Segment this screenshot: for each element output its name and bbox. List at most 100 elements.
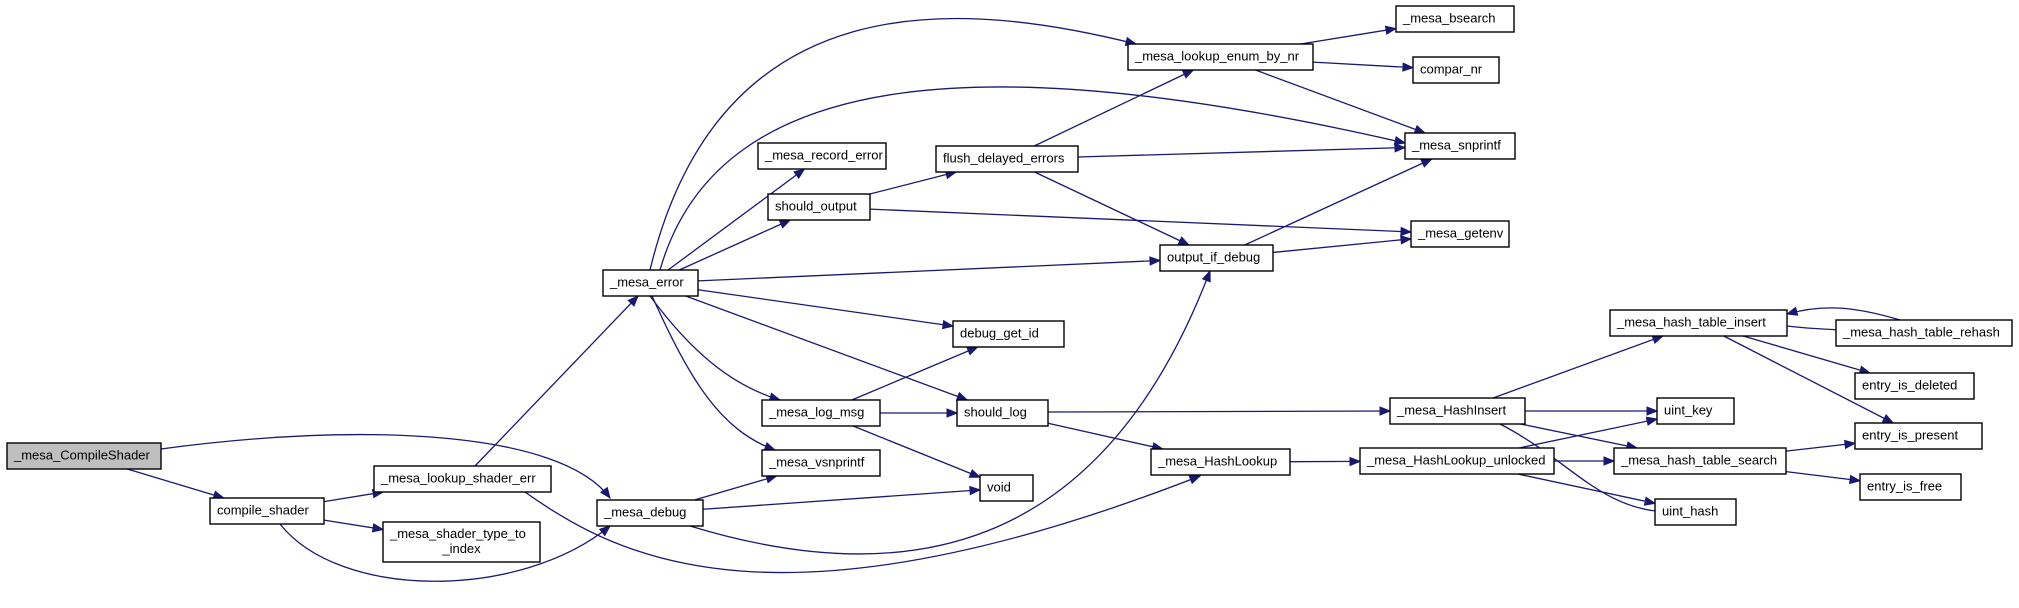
node-label: _mesa_hash_table_rehash [1842,324,2000,339]
edge-ht_search-to-entry_free [1785,470,1862,485]
node-label: output_if_debug [1167,249,1260,264]
node-label: _mesa_HashInsert [1396,402,1506,417]
node-snprintf[interactable]: _mesa_snprintf [1404,132,1516,160]
node-label: uint_key [1664,402,1713,417]
node-label: debug_get_id [960,325,1039,340]
node-label: _index [441,541,481,556]
node-should_log[interactable]: should_log [956,399,1049,427]
node-uint_key[interactable]: uint_key [1656,397,1735,425]
node-vsnprintf[interactable]: _mesa_vsnprintf [761,449,881,477]
node-label: _mesa_debug [603,504,686,519]
node-getenv[interactable]: _mesa_getenv [1410,220,1510,248]
edge-lookup_shader_err-to-mesa_error [474,295,639,467]
node-label: should_log [964,404,1027,419]
edge-hashlookup_unlocked-to-ht_search [1554,456,1616,466]
node-record_error[interactable]: _mesa_record_error [757,142,887,170]
edge-mesa_error-to-log_msg [649,295,782,402]
node-box [6,442,162,470]
node-box [1854,422,1983,450]
node-entry_present[interactable]: entry_is_present [1854,422,1983,450]
node-label: _mesa_vsnprintf [768,454,865,469]
node-label: uint_hash [1662,503,1718,518]
node-flush_delayed[interactable]: flush_delayed_errors [935,145,1079,173]
node-box [382,521,541,563]
node-box [956,399,1049,427]
node-label: should_output [775,198,857,213]
node-entry_deleted[interactable]: entry_is_deleted [1854,372,1975,400]
node-box [1412,56,1500,84]
node-hashlookup_unlocked[interactable]: _mesa_HashLookup_unlocked [1359,447,1555,475]
node-ht_insert[interactable]: _mesa_hash_table_insert [1609,309,1788,337]
node-box [767,193,871,221]
edge-lookup_enum-to-bsearch [1300,25,1398,45]
node-bsearch[interactable]: _mesa_bsearch [1395,5,1515,33]
edge-log_msg-to-void [852,425,982,478]
node-label: _mesa_HashLookup_unlocked [1366,452,1546,467]
node-hashinsert[interactable]: _mesa_HashInsert [1389,397,1526,425]
node-box [1127,43,1314,71]
node-should_output[interactable]: should_output [767,193,871,221]
node-uint_hash[interactable]: uint_hash [1654,498,1737,526]
node-label: _mesa_log_msg [768,404,864,419]
node-ht_rehash[interactable]: _mesa_hash_table_rehash [1835,319,2013,347]
edge-mesa_debug-to-output_if_debug [689,269,1211,555]
node-void[interactable]: void [979,474,1034,502]
edge-mesa_debug-to-vsnprintf [694,474,778,501]
node-label: _mesa_CompileShader [13,447,151,462]
node-compile_shader[interactable]: compile_shader [209,497,325,525]
node-label: flush_delayed_errors [943,150,1065,165]
node-mesa_error[interactable]: _mesa_error [602,269,699,297]
node-box [1395,5,1515,33]
node-box [979,474,1034,502]
node-shader_type_to_index[interactable]: _mesa_shader_type_to_index [382,521,541,563]
edge-mesa_error-to-lookup_enum [649,17,1138,271]
node-label: entry_is_free [1867,478,1942,493]
node-box [1654,498,1737,526]
node-box [1859,473,1962,501]
node-box [1150,448,1291,476]
node-box [1613,447,1787,475]
node-label: _mesa_lookup_enum_by_nr [1134,48,1300,63]
edge-lookup_enum-to-compar_nr [1312,61,1415,72]
node-hashlookup[interactable]: _mesa_HashLookup [1150,448,1291,476]
node-log_msg[interactable]: _mesa_log_msg [761,399,881,427]
node-box [935,145,1079,173]
edge-log_msg-to-should_log [880,408,959,418]
node-compar_nr[interactable]: compar_nr [1412,56,1500,84]
node-label: _mesa_hash_table_search [1620,452,1777,467]
edge-flush_delayed-to-output_if_debug [1034,171,1191,246]
node-label: _mesa_snprintf [1411,137,1501,152]
edge-hashlookup-to-hashlookup_unlocked [1289,456,1362,467]
edge-mesa_error-to-should_log [685,295,969,401]
node-output_if_debug[interactable]: output_if_debug [1159,244,1274,272]
edge-hashinsert-to-ht_search [1520,423,1639,451]
node-box [757,142,887,170]
edge-mesa_error-to-vsnprintf [651,295,777,451]
node-box [1159,244,1274,272]
node-debug_get_id[interactable]: debug_get_id [952,320,1065,348]
edge-hashlookup_unlocked-to-uint_key [1518,416,1659,449]
node-label: _mesa_record_error [764,147,883,162]
node-box [209,497,325,525]
node-box [596,499,704,527]
node-box [1609,309,1788,337]
node-box [373,465,552,493]
node-ht_search[interactable]: _mesa_hash_table_search [1613,447,1787,475]
edge-ht_insert-to-entry_present [1723,335,1895,424]
node-lookup_shader_err[interactable]: _mesa_lookup_shader_err [373,465,552,493]
function-nodes: _mesa_CompileShader compile_shader _mesa_l… [6,5,2013,563]
edge-should_output-to-flush_delayed [869,170,958,195]
edge-lookup_enum-to-snprintf [1255,69,1427,134]
node-label: void [987,479,1011,494]
node-compile[interactable]: _mesa_CompileShader [6,442,162,470]
node-box [952,320,1065,348]
node-lookup_enum[interactable]: _mesa_lookup_enum_by_nr [1127,43,1314,71]
node-mesa_debug[interactable]: _mesa_debug [596,499,704,527]
edge-mesa_error-to-should_output [679,219,792,271]
edge-mesa_error-to-snprintf [659,86,1407,271]
node-label: entry_is_present [1862,427,1958,442]
edge-compile_shader-to-mesa_debug [279,523,612,582]
node-label: compile_shader [217,502,309,517]
node-entry_free[interactable]: entry_is_free [1859,473,1962,501]
node-label: entry_is_deleted [1862,377,1957,392]
